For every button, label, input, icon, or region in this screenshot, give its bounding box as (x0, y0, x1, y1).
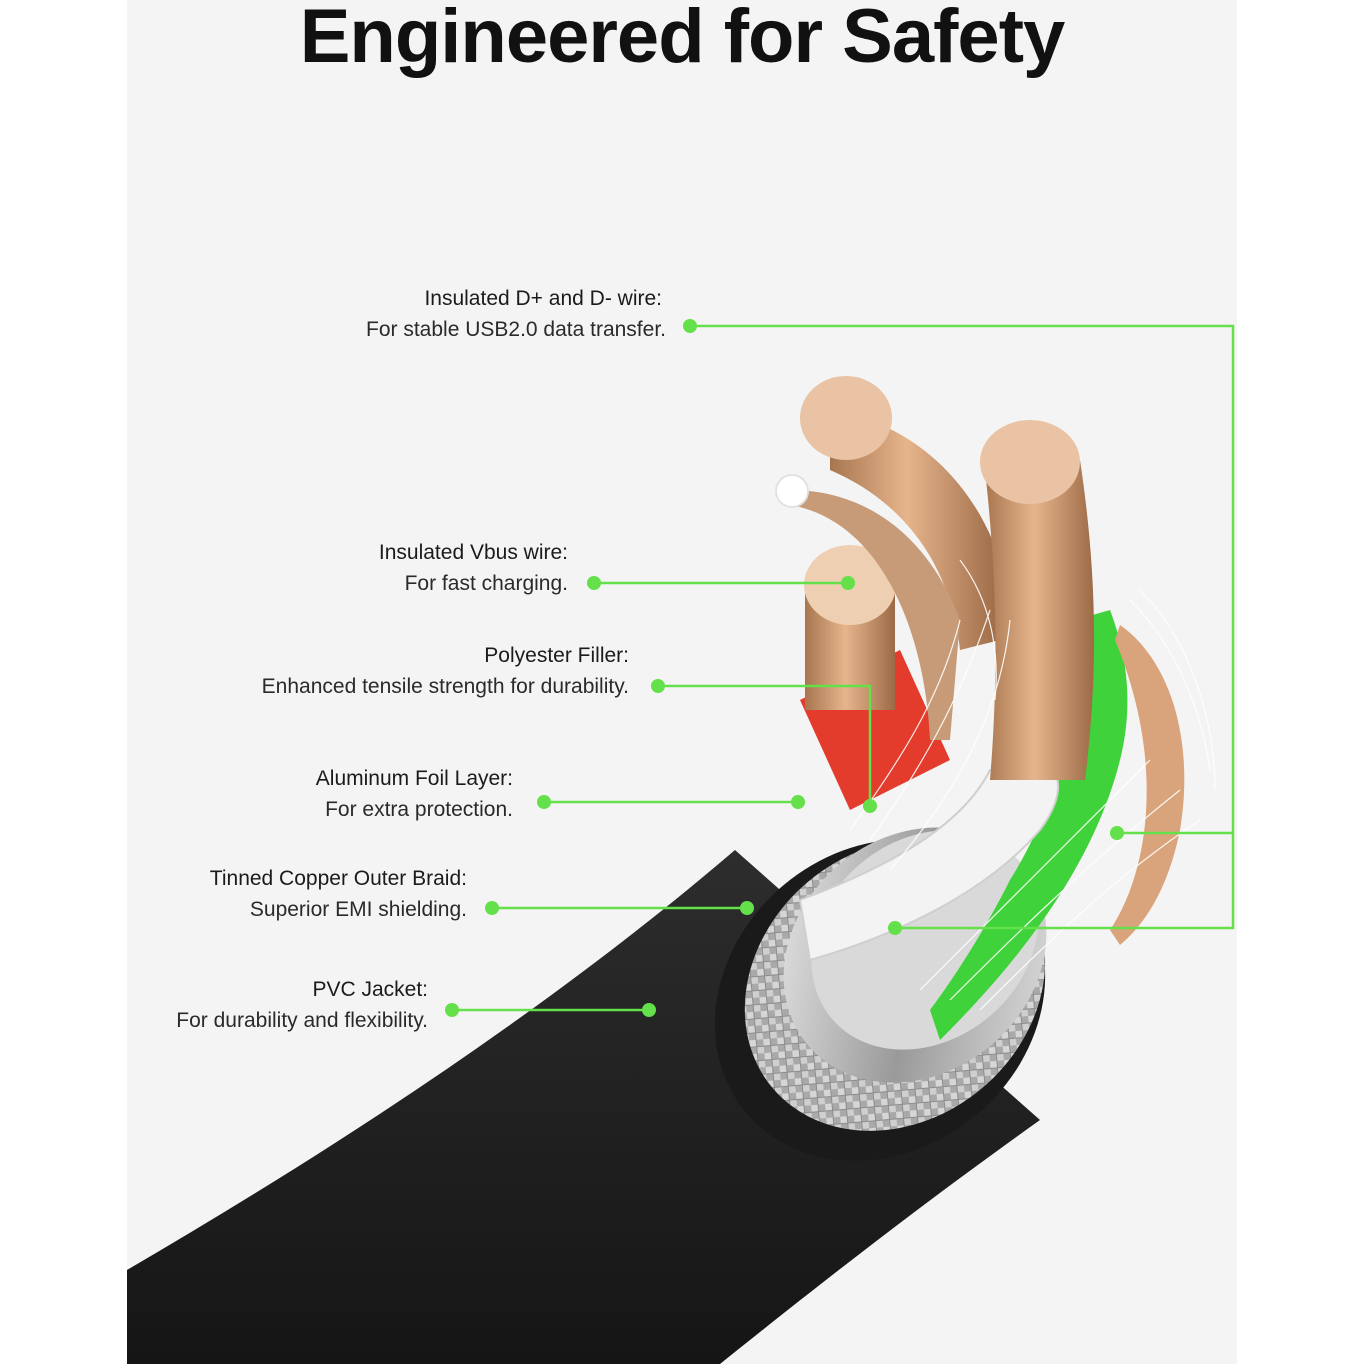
callout-heading: Polyester Filler: (484, 644, 629, 667)
thin-copper-wire-right (1110, 625, 1185, 945)
callout-polyester-filler: Polyester Filler: Enhanced tensile stren… (262, 640, 629, 702)
callout-description: For stable USB2.0 data transfer. (366, 318, 666, 341)
callout-heading: PVC Jacket: (312, 978, 428, 1001)
callout-heading: Insulated Vbus wire: (378, 541, 568, 564)
callout-heading: Tinned Copper Outer Braid: (209, 867, 467, 890)
callout-outer-braid: Tinned Copper Outer Braid: Superior EMI … (210, 863, 467, 925)
callout-description: For extra protection. (325, 798, 513, 821)
vbus-wire-thin (790, 490, 960, 740)
page-title: Engineered for Safety (299, 0, 1066, 79)
callout-description: For fast charging. (404, 572, 568, 595)
leader-dots (445, 319, 1124, 1017)
callout-description: Enhanced tensile strength for durability… (261, 675, 629, 698)
leader-lines (452, 324, 1235, 1012)
copper-core-back (830, 410, 1000, 650)
callout-data-wire: Insulated D+ and D- wire: For stable USB… (366, 283, 666, 345)
callout-description: Superior EMI shielding. (249, 898, 467, 921)
copper-core-front (985, 460, 1095, 780)
callout-vbus-wire: Insulated Vbus wire: For fast charging. (379, 537, 568, 599)
callout-description: For durability and flexibility. (176, 1009, 428, 1032)
callout-heading: Aluminum Foil Layer: (315, 767, 513, 790)
polyester-filler-fibers (849, 559, 1216, 1011)
callout-heading: Insulated D+ and D- wire: (424, 287, 662, 310)
callout-aluminum-foil: Aluminum Foil Layer: For extra protectio… (316, 763, 513, 825)
callout-pvc-jacket: PVC Jacket: For durability and flexibili… (176, 974, 428, 1036)
